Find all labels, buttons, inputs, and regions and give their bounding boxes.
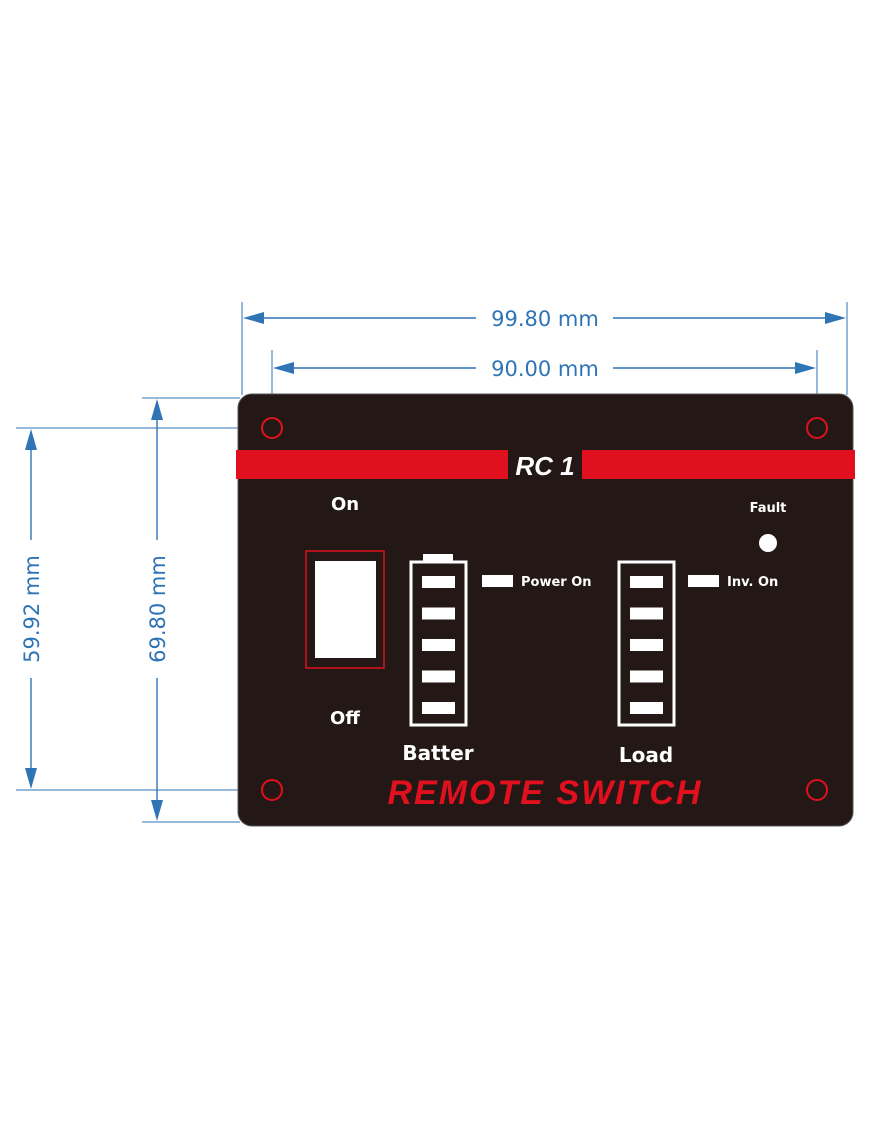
- hole-width-dimension: 90.00 mm: [273, 357, 816, 381]
- load-indicator: Load: [617, 560, 676, 767]
- overall-width-dimension: 99.80 mm: [243, 307, 846, 331]
- load-segment: [630, 576, 663, 588]
- mounting-hole-top-left: [261, 417, 283, 439]
- rocker-switch[interactable]: [315, 561, 376, 658]
- rocker-switch-frame: [305, 550, 385, 669]
- load-label: Load: [619, 743, 673, 767]
- load-segment: [630, 670, 663, 683]
- brand-remote-switch: REMOTE SWITCH: [388, 774, 703, 812]
- inv-on-label: Inv. On: [727, 575, 778, 590]
- load-segment: [630, 639, 663, 651]
- battery-outline: [409, 560, 468, 727]
- load-segment: [630, 702, 663, 714]
- overall-width-label: 99.80 mm: [491, 307, 599, 331]
- red-band-right: [582, 450, 855, 479]
- switch-off-label: Off: [330, 708, 360, 729]
- battery-segment: [422, 702, 455, 714]
- battery-cap: [423, 554, 453, 561]
- fault-led: [759, 534, 777, 552]
- dimension-annotations: 99.80 mm 90.00 mm 59.92 mm 69.80 mm: [16, 302, 848, 823]
- fault-label: Fault: [750, 501, 787, 516]
- battery-label: Batter: [402, 741, 473, 765]
- battery-segment: [422, 670, 455, 683]
- inv-on-led: [688, 575, 719, 587]
- power-on-led: [482, 575, 513, 587]
- battery-indicator: Batter: [402, 554, 474, 765]
- red-band-left: [236, 450, 508, 479]
- mounting-hole-bottom-left: [261, 779, 283, 801]
- hole-width-label: 90.00 mm: [491, 357, 599, 381]
- overall-height-dimension: 69.80 mm: [146, 399, 170, 821]
- remote-panel: RC 1 On Off Batter Power On Load Inv. On…: [236, 393, 855, 827]
- mounting-hole-top-right: [806, 417, 828, 439]
- hole-height-dimension: 59.92 mm: [20, 429, 44, 789]
- overall-height-label: 69.80 mm: [146, 555, 170, 663]
- battery-segment: [422, 607, 455, 620]
- power-on-label: Power On: [521, 575, 592, 590]
- load-outline: [617, 560, 676, 727]
- load-segment: [630, 607, 663, 620]
- hole-height-label: 59.92 mm: [20, 555, 44, 663]
- panel-body: [237, 393, 854, 827]
- mounting-hole-bottom-right: [806, 779, 828, 801]
- model-name: RC 1: [515, 451, 574, 481]
- battery-segment: [422, 639, 455, 651]
- switch-on-label: On: [331, 494, 359, 515]
- battery-segment: [422, 576, 455, 588]
